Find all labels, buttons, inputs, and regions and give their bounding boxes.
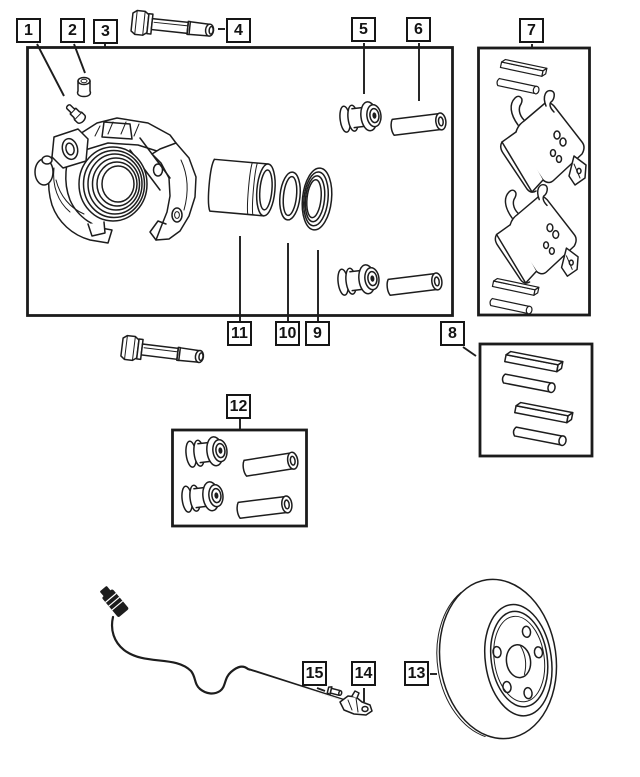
callout-15-sensor-screw[interactable]: 15 xyxy=(302,661,327,686)
guide-bushing-drawing xyxy=(337,99,384,135)
callout-8-label: 8 xyxy=(448,324,457,342)
callout-7-brake-pad-kit[interactable]: 7 xyxy=(519,18,544,43)
piston-seal-drawing xyxy=(278,171,302,221)
callout-15-label: 15 xyxy=(305,664,324,682)
callout-4-caliper-bolt[interactable]: 4 xyxy=(226,18,251,43)
callout-3-label: 3 xyxy=(101,22,110,40)
callout-13-label: 13 xyxy=(407,664,426,682)
piston-drawing xyxy=(207,158,276,217)
clip-kit-drawing xyxy=(500,350,574,447)
guide-pin-drawing xyxy=(389,111,448,137)
callout-9-label: 9 xyxy=(313,324,322,342)
leader-lines xyxy=(36,28,533,702)
guide-pin-lower-drawing xyxy=(385,271,444,297)
callout-5-guide-bushing[interactable]: 5 xyxy=(351,17,376,42)
callout-8-clip-kit[interactable]: 8 xyxy=(440,321,465,346)
callout-13-rotor[interactable]: 13 xyxy=(404,661,429,686)
pin-kit-drawing xyxy=(179,434,300,520)
callout-14-label: 14 xyxy=(354,664,373,682)
callout-7-label: 7 xyxy=(527,21,536,39)
callout-9-piston-boot[interactable]: 9 xyxy=(305,321,330,346)
clip-kit-frame xyxy=(478,342,594,458)
caliper-bolt-bottom xyxy=(119,334,206,370)
callout-2-bleeder-cap[interactable]: 2 xyxy=(60,18,85,43)
bleeder-cap-drawing xyxy=(76,76,92,98)
callout-4-label: 4 xyxy=(234,21,243,39)
callout-3-caliper[interactable]: 3 xyxy=(93,19,118,44)
callout-14-wear-sensor[interactable]: 14 xyxy=(351,661,376,686)
rotor-drawing xyxy=(436,578,558,740)
piston-boot-drawing xyxy=(301,167,333,231)
callout-1-bleeder-screw[interactable]: 1 xyxy=(16,18,41,43)
callout-12-label: 12 xyxy=(229,397,248,415)
wear-sensor-harness-drawing xyxy=(100,586,373,716)
caliper-drawing xyxy=(34,117,197,244)
brake-pad-kit-drawing xyxy=(488,58,587,315)
caliper-bolt-top xyxy=(129,9,216,44)
callout-5-label: 5 xyxy=(359,20,368,38)
bleeder-screw-drawing xyxy=(65,104,87,124)
callout-6-guide-pin[interactable]: 6 xyxy=(406,17,431,42)
callout-10-piston-seal[interactable]: 10 xyxy=(275,321,300,346)
callout-6-label: 6 xyxy=(414,20,423,38)
callout-2-label: 2 xyxy=(68,21,77,39)
guide-bushing-lower-drawing xyxy=(335,262,382,298)
callout-1-label: 1 xyxy=(24,21,33,39)
callout-11-label: 11 xyxy=(231,324,248,342)
brake-pad-kit-frame xyxy=(477,46,591,317)
callout-10-label: 10 xyxy=(278,324,297,342)
callout-12-pin-kit[interactable]: 12 xyxy=(226,394,251,419)
callout-11-piston[interactable]: 11 xyxy=(227,321,252,346)
